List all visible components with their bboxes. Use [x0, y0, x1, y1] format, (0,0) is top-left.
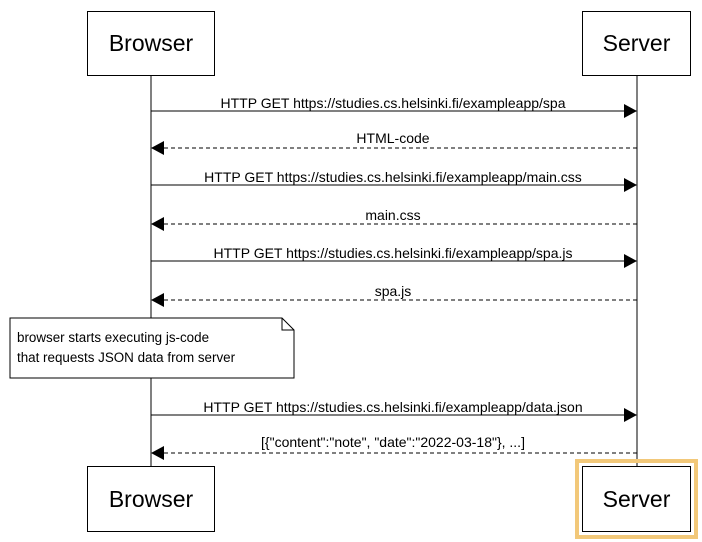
message-arrows — [151, 104, 637, 460]
message-arrowhead — [151, 446, 164, 460]
note-shape — [9, 317, 295, 379]
server-participant-top: Server — [582, 11, 691, 76]
note-line-1: browser starts executing js-code — [17, 330, 210, 345]
message-label: HTTP GET https://studies.cs.helsinki.fi/… — [213, 245, 573, 261]
message-arrowhead — [151, 141, 164, 155]
browser-participant-bottom-label: Browser — [108, 485, 194, 512]
message-arrowhead — [624, 178, 637, 192]
note-fold — [281, 318, 294, 331]
server-participant-bottom-label: Server — [602, 485, 671, 512]
message-label: [{"content":"note", "date":"2022-03-18"}… — [261, 434, 525, 450]
server-participant-bottom[interactable]: Server — [575, 459, 698, 539]
message-label: HTTP GET https://studies.cs.helsinki.fi/… — [220, 95, 566, 111]
message-label: HTML-code — [356, 130, 430, 146]
message-label: spa.js — [374, 283, 412, 299]
server-participant-top-label: Server — [602, 30, 671, 56]
message-label: main.css — [365, 207, 421, 223]
browser-participant-bottom: Browser — [87, 466, 215, 532]
message-label: HTTP GET https://studies.cs.helsinki.fi/… — [204, 169, 582, 185]
message-label: HTTP GET https://studies.cs.helsinki.fi/… — [203, 399, 583, 415]
message-arrowhead — [624, 254, 637, 268]
message-arrowhead — [151, 293, 164, 307]
message-arrowhead — [624, 408, 637, 422]
message-arrowhead — [624, 104, 637, 118]
browser-participant-top-label: Browser — [108, 30, 194, 56]
message-arrowhead — [151, 217, 164, 231]
browser-participant-top: Browser — [87, 11, 215, 76]
note-line-2: that requests JSON data from server — [17, 350, 236, 365]
